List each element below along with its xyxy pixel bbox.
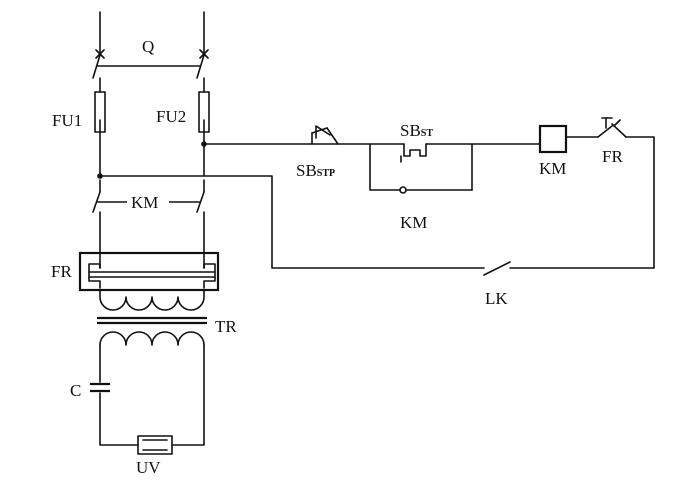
fr-contact (597, 117, 627, 138)
label-km-contacts: KM (131, 193, 158, 212)
hold-branch-left (369, 143, 401, 191)
sb-start-button (400, 143, 427, 163)
transformer-tr (97, 289, 207, 346)
label-fr-heater: FR (51, 262, 72, 281)
label-fu1: FU1 (52, 111, 82, 130)
label-km-hold: KM (400, 213, 427, 232)
label-fr-contact: FR (602, 147, 623, 166)
label-c: C (70, 381, 81, 400)
label-sb-start: SBST (400, 121, 433, 140)
lk-return-wire (509, 136, 655, 269)
power-line-left (92, 11, 105, 269)
lk-feed-wire (99, 175, 485, 269)
secondary-wire-right (171, 344, 205, 446)
label-sb-stop: SBSTP (296, 161, 335, 180)
secondary-wire-bottom (99, 392, 139, 446)
label-q: Q (142, 37, 154, 56)
km-hold-contact (399, 186, 407, 194)
power-line-right (196, 11, 209, 269)
label-tr: TR (215, 317, 237, 336)
uv-lamp (137, 435, 173, 455)
km-coil (538, 124, 568, 154)
lk-contact (483, 261, 511, 276)
label-km-coil: KM (539, 159, 566, 178)
sb-stop-button (311, 125, 339, 145)
fr-heater (78, 251, 220, 292)
label-fu2: FU2 (156, 107, 186, 126)
fuse-fu1 (94, 91, 106, 133)
fuse-fu2 (198, 91, 210, 133)
label-uv: UV (136, 458, 161, 477)
label-lk: LK (485, 289, 508, 308)
